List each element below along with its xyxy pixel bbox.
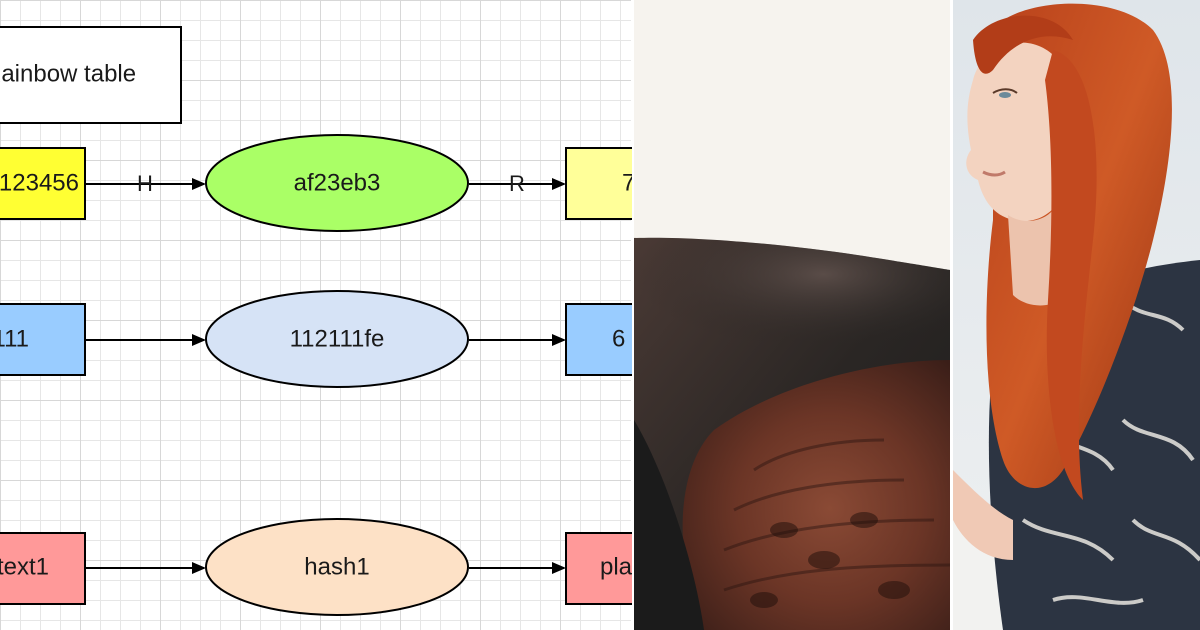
row3-ellipse-label: hash1 bbox=[304, 553, 369, 580]
panel-divider-2 bbox=[950, 0, 954, 630]
row3-left-label: plaintext1 bbox=[0, 553, 49, 580]
flow-diagram: Rainbow table 123456 H af23eb3 R 7 11111… bbox=[0, 26, 632, 616]
woman-photo bbox=[953, 0, 1200, 630]
row1-left-box bbox=[0, 147, 86, 220]
bird-illustration bbox=[634, 0, 950, 630]
row1-left-label: 123456 bbox=[0, 169, 79, 196]
row1-ellipse-label: af23eb3 bbox=[294, 169, 381, 196]
row1-ellipse bbox=[205, 134, 469, 232]
row2-right-box bbox=[565, 303, 632, 376]
title-label: Rainbow table bbox=[0, 60, 136, 87]
row2-left-label: 111111 bbox=[0, 325, 29, 352]
row1-right-box bbox=[565, 147, 632, 220]
row1-edge1-label: H bbox=[137, 171, 153, 196]
title-box: Rainbow table bbox=[0, 26, 182, 124]
row3-right-label: plaintext bbox=[600, 553, 632, 580]
row-1: 123456 H af23eb3 R 7 bbox=[0, 134, 632, 232]
row1-edge2-label: R bbox=[509, 171, 525, 196]
row-2: 111111 112111fe 6 bbox=[0, 290, 632, 388]
woman-illustration bbox=[953, 0, 1200, 630]
row3-left-box bbox=[0, 532, 86, 605]
diagram-panel: Rainbow table 123456 H af23eb3 R 7 11111… bbox=[0, 0, 632, 630]
panel-divider-1 bbox=[631, 0, 635, 630]
row2-ellipse bbox=[205, 290, 469, 388]
row1-right-label: 7 bbox=[622, 169, 632, 196]
row-3: plaintext1 hash1 plaintext bbox=[0, 518, 632, 616]
row3-ellipse bbox=[205, 518, 469, 616]
bird-photo bbox=[634, 0, 950, 630]
row3-right-box bbox=[565, 532, 632, 605]
row2-right-label: 6 bbox=[612, 325, 625, 352]
row2-ellipse-label: 112111fe bbox=[290, 325, 385, 352]
